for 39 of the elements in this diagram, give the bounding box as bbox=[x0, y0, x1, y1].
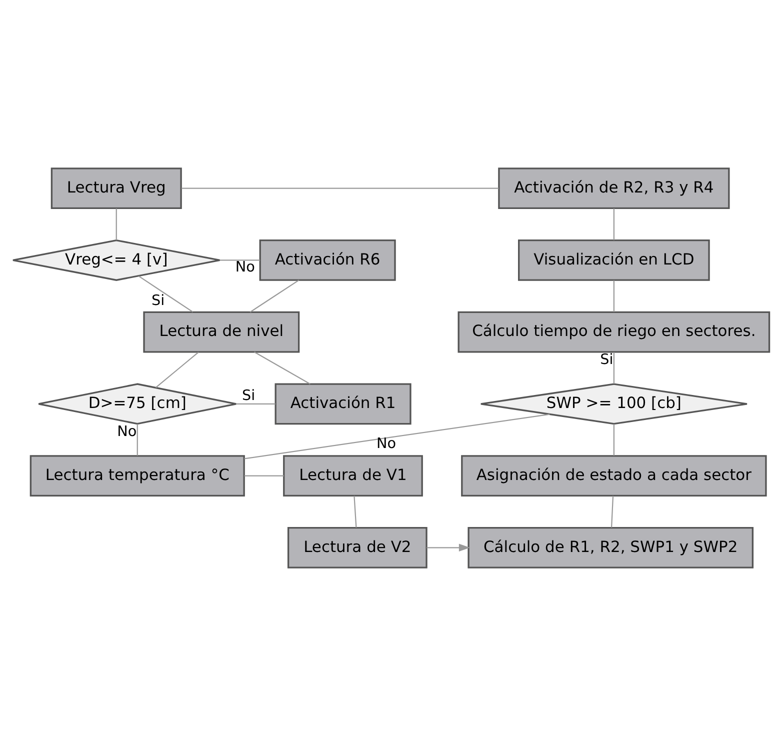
edge-label: No bbox=[117, 424, 137, 440]
node-box: Lectura de V2 bbox=[287, 526, 428, 568]
node-box: Visualización en LCD bbox=[518, 239, 710, 281]
node-box: Lectura Vreg bbox=[50, 168, 182, 210]
connector bbox=[613, 280, 614, 312]
edge-label: No bbox=[235, 260, 255, 276]
node-box: Lectura de V1 bbox=[283, 455, 423, 497]
node-box: Asignación de estado a cada sector bbox=[461, 455, 767, 497]
edge-label: Si bbox=[600, 352, 614, 368]
node-box: Cálculo de R1, R2, SWP1 y SWP2 bbox=[468, 526, 754, 568]
connector bbox=[610, 496, 614, 528]
connector bbox=[244, 475, 284, 476]
node-box: Activación R1 bbox=[274, 383, 412, 425]
edge-label: No bbox=[376, 436, 396, 452]
edge-label: Si bbox=[152, 293, 165, 310]
connector bbox=[236, 403, 276, 404]
node-box: Lectura de nivel bbox=[143, 311, 300, 353]
connector bbox=[613, 208, 614, 240]
node-box: Activación R6 bbox=[259, 239, 396, 281]
arrow bbox=[426, 544, 470, 552]
connector bbox=[182, 188, 499, 189]
node-diamond: Vreg<= 4 [v] bbox=[12, 239, 221, 281]
connector bbox=[613, 424, 614, 456]
connector bbox=[250, 280, 300, 313]
connector bbox=[116, 208, 117, 240]
connector bbox=[613, 352, 614, 384]
connector bbox=[220, 260, 260, 261]
connector bbox=[136, 424, 138, 456]
node-box: Activación de R2, R3 y R4 bbox=[498, 168, 730, 210]
connector bbox=[244, 414, 550, 460]
node-box: Cálculo tiempo de riego en sectores. bbox=[458, 311, 770, 353]
connector bbox=[354, 496, 357, 528]
connector bbox=[155, 352, 199, 388]
node-box: Lectura temperatura °C bbox=[30, 455, 245, 497]
connector bbox=[254, 352, 310, 384]
edge-label: Si bbox=[242, 388, 256, 404]
connector bbox=[138, 276, 194, 312]
node-diamond: SWP >= 100 [cb] bbox=[480, 383, 748, 425]
node-diamond: D>=75 [cm] bbox=[38, 383, 237, 425]
